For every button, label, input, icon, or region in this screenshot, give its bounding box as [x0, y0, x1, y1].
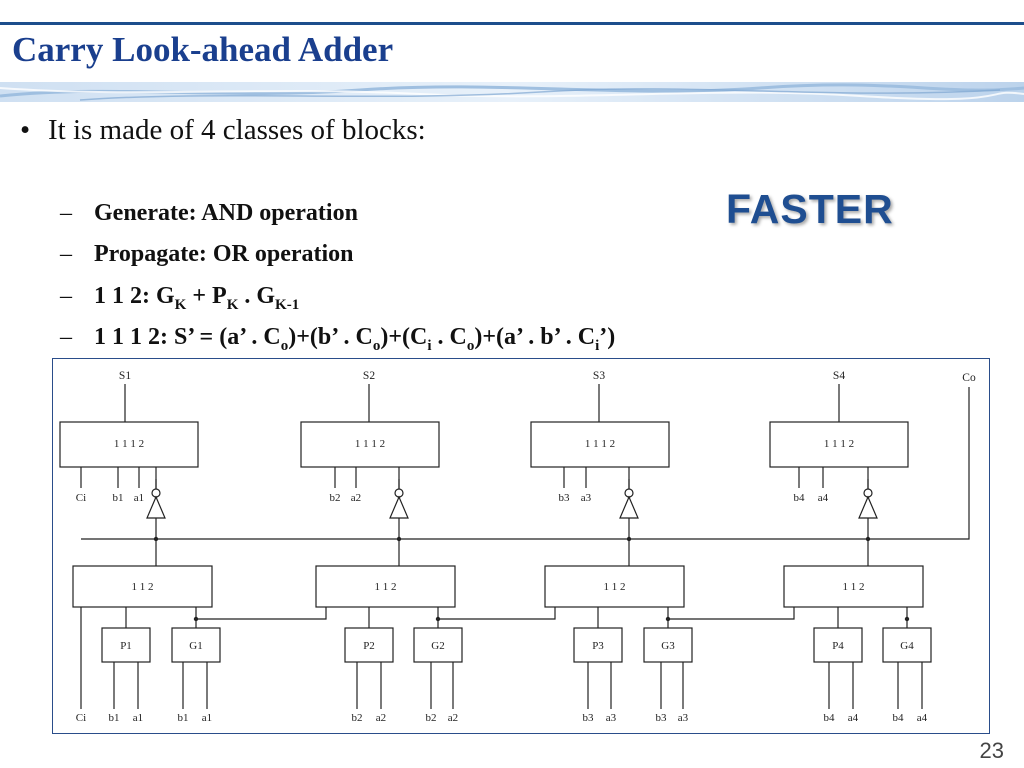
bottom-input-label: b4: [893, 712, 905, 724]
carry-block-label-4: 1 1 2: [843, 581, 865, 593]
main-bullet: •It is made of 4 classes of blocks:: [20, 114, 426, 146]
bottom-input-label: a3: [678, 712, 689, 724]
bottom-input-label: b3: [656, 712, 668, 724]
carry-block-1: [72, 565, 213, 608]
sum-block-label-3: 1 1 1 2: [585, 438, 615, 450]
top-rule: [0, 22, 1024, 25]
propagate-label-3: P3: [592, 640, 604, 652]
bottom-input-label: a4: [848, 712, 859, 724]
sum-input-label: b1: [113, 492, 124, 504]
sum-block-2: [300, 421, 440, 468]
carry-block-label-2: 1 1 2: [375, 581, 397, 593]
carry-block-label-3: 1 1 2: [604, 581, 626, 593]
generate-block-2: [413, 627, 463, 663]
sum-block-label-4: 1 1 1 2: [824, 438, 854, 450]
generate-label-4: G4: [900, 640, 914, 652]
sum-output-label-s3: S3: [593, 370, 605, 382]
bottom-input-label: a1: [202, 712, 212, 724]
generate-label-3: G3: [661, 640, 675, 652]
bottom-input-label: a2: [448, 712, 458, 724]
sum-output-label-s4: S4: [833, 370, 845, 382]
item-propagate: –Propagate: OR operation: [60, 241, 354, 267]
inverter-4: [858, 495, 878, 519]
slide-title: Carry Look-ahead Adder: [12, 30, 394, 69]
propagate-block-1: [101, 627, 151, 663]
sum-input-label: b4: [794, 492, 806, 504]
page-number: 23: [979, 738, 1004, 763]
inverter-1: [146, 495, 166, 519]
carry-propagation-wire: [668, 607, 795, 620]
sum-block-label-1: 1 1 1 2: [114, 438, 144, 450]
sum-input-label: a3: [581, 492, 592, 504]
sum-input-label: Ci: [76, 492, 86, 504]
sum-output-label-s2: S2: [363, 370, 375, 382]
faster-callout: FASTER: [726, 186, 894, 232]
propagate-label-4: P4: [832, 640, 844, 652]
carry-out-wire: [868, 387, 970, 540]
generate-block-3: [643, 627, 693, 663]
bottom-input-label: b2: [426, 712, 437, 724]
bottom-input-label: a1: [133, 712, 143, 724]
sum-block-1: [59, 421, 199, 468]
carry-propagation-wire: [438, 607, 556, 620]
sum-input-label: a2: [351, 492, 361, 504]
bottom-input-label: b1: [178, 712, 189, 724]
propagate-label-1: P1: [120, 640, 132, 652]
generate-label-2: G2: [431, 640, 444, 652]
carry-block-2: [315, 565, 456, 608]
bottom-input-label: b4: [824, 712, 836, 724]
bottom-input-label: a4: [917, 712, 928, 724]
main-bullet-text: It is made of 4 classes of blocks:: [48, 114, 426, 146]
sum-block-label-2: 1 1 1 2: [355, 438, 385, 450]
item-carry-equation: –1 1 2: GK + PK . GK-1: [60, 283, 300, 313]
bottom-input-label: a3: [606, 712, 617, 724]
sum-block-4: [769, 421, 909, 468]
generate-label-1: G1: [189, 640, 202, 652]
bottom-input-label: b2: [352, 712, 363, 724]
sum-input-label: b3: [559, 492, 571, 504]
carry-block-3: [544, 565, 685, 608]
sum-input-label: a4: [818, 492, 829, 504]
sum-input-label: a1: [134, 492, 144, 504]
bottom-input-label: b3: [583, 712, 595, 724]
header-banner: [0, 82, 1024, 102]
inverter-2: [389, 495, 409, 519]
propagate-label-2: P2: [363, 640, 375, 652]
carry-propagation-wire: [196, 607, 327, 620]
junction-dot: [904, 616, 910, 622]
sum-input-label: b2: [330, 492, 341, 504]
bottom-input-label: b1: [109, 712, 120, 724]
carry-out-label: Co: [962, 372, 976, 384]
carry-block-label-1: 1 1 2: [132, 581, 154, 593]
propagate-block-2: [344, 627, 394, 663]
generate-block-4: [882, 627, 932, 663]
carry-block-4: [783, 565, 924, 608]
item-sum-equation: –1 1 1 2: S’ = (a’ . Co)+(b’ . Co)+(Ci .…: [60, 324, 616, 354]
sum-block-3: [530, 421, 670, 468]
bottom-input-label: a2: [376, 712, 386, 724]
bottom-input-label: Ci: [76, 712, 86, 724]
item-generate: –Generate: AND operation: [60, 200, 358, 226]
inverter-3: [619, 495, 639, 519]
sum-output-label-s1: S1: [119, 370, 131, 382]
